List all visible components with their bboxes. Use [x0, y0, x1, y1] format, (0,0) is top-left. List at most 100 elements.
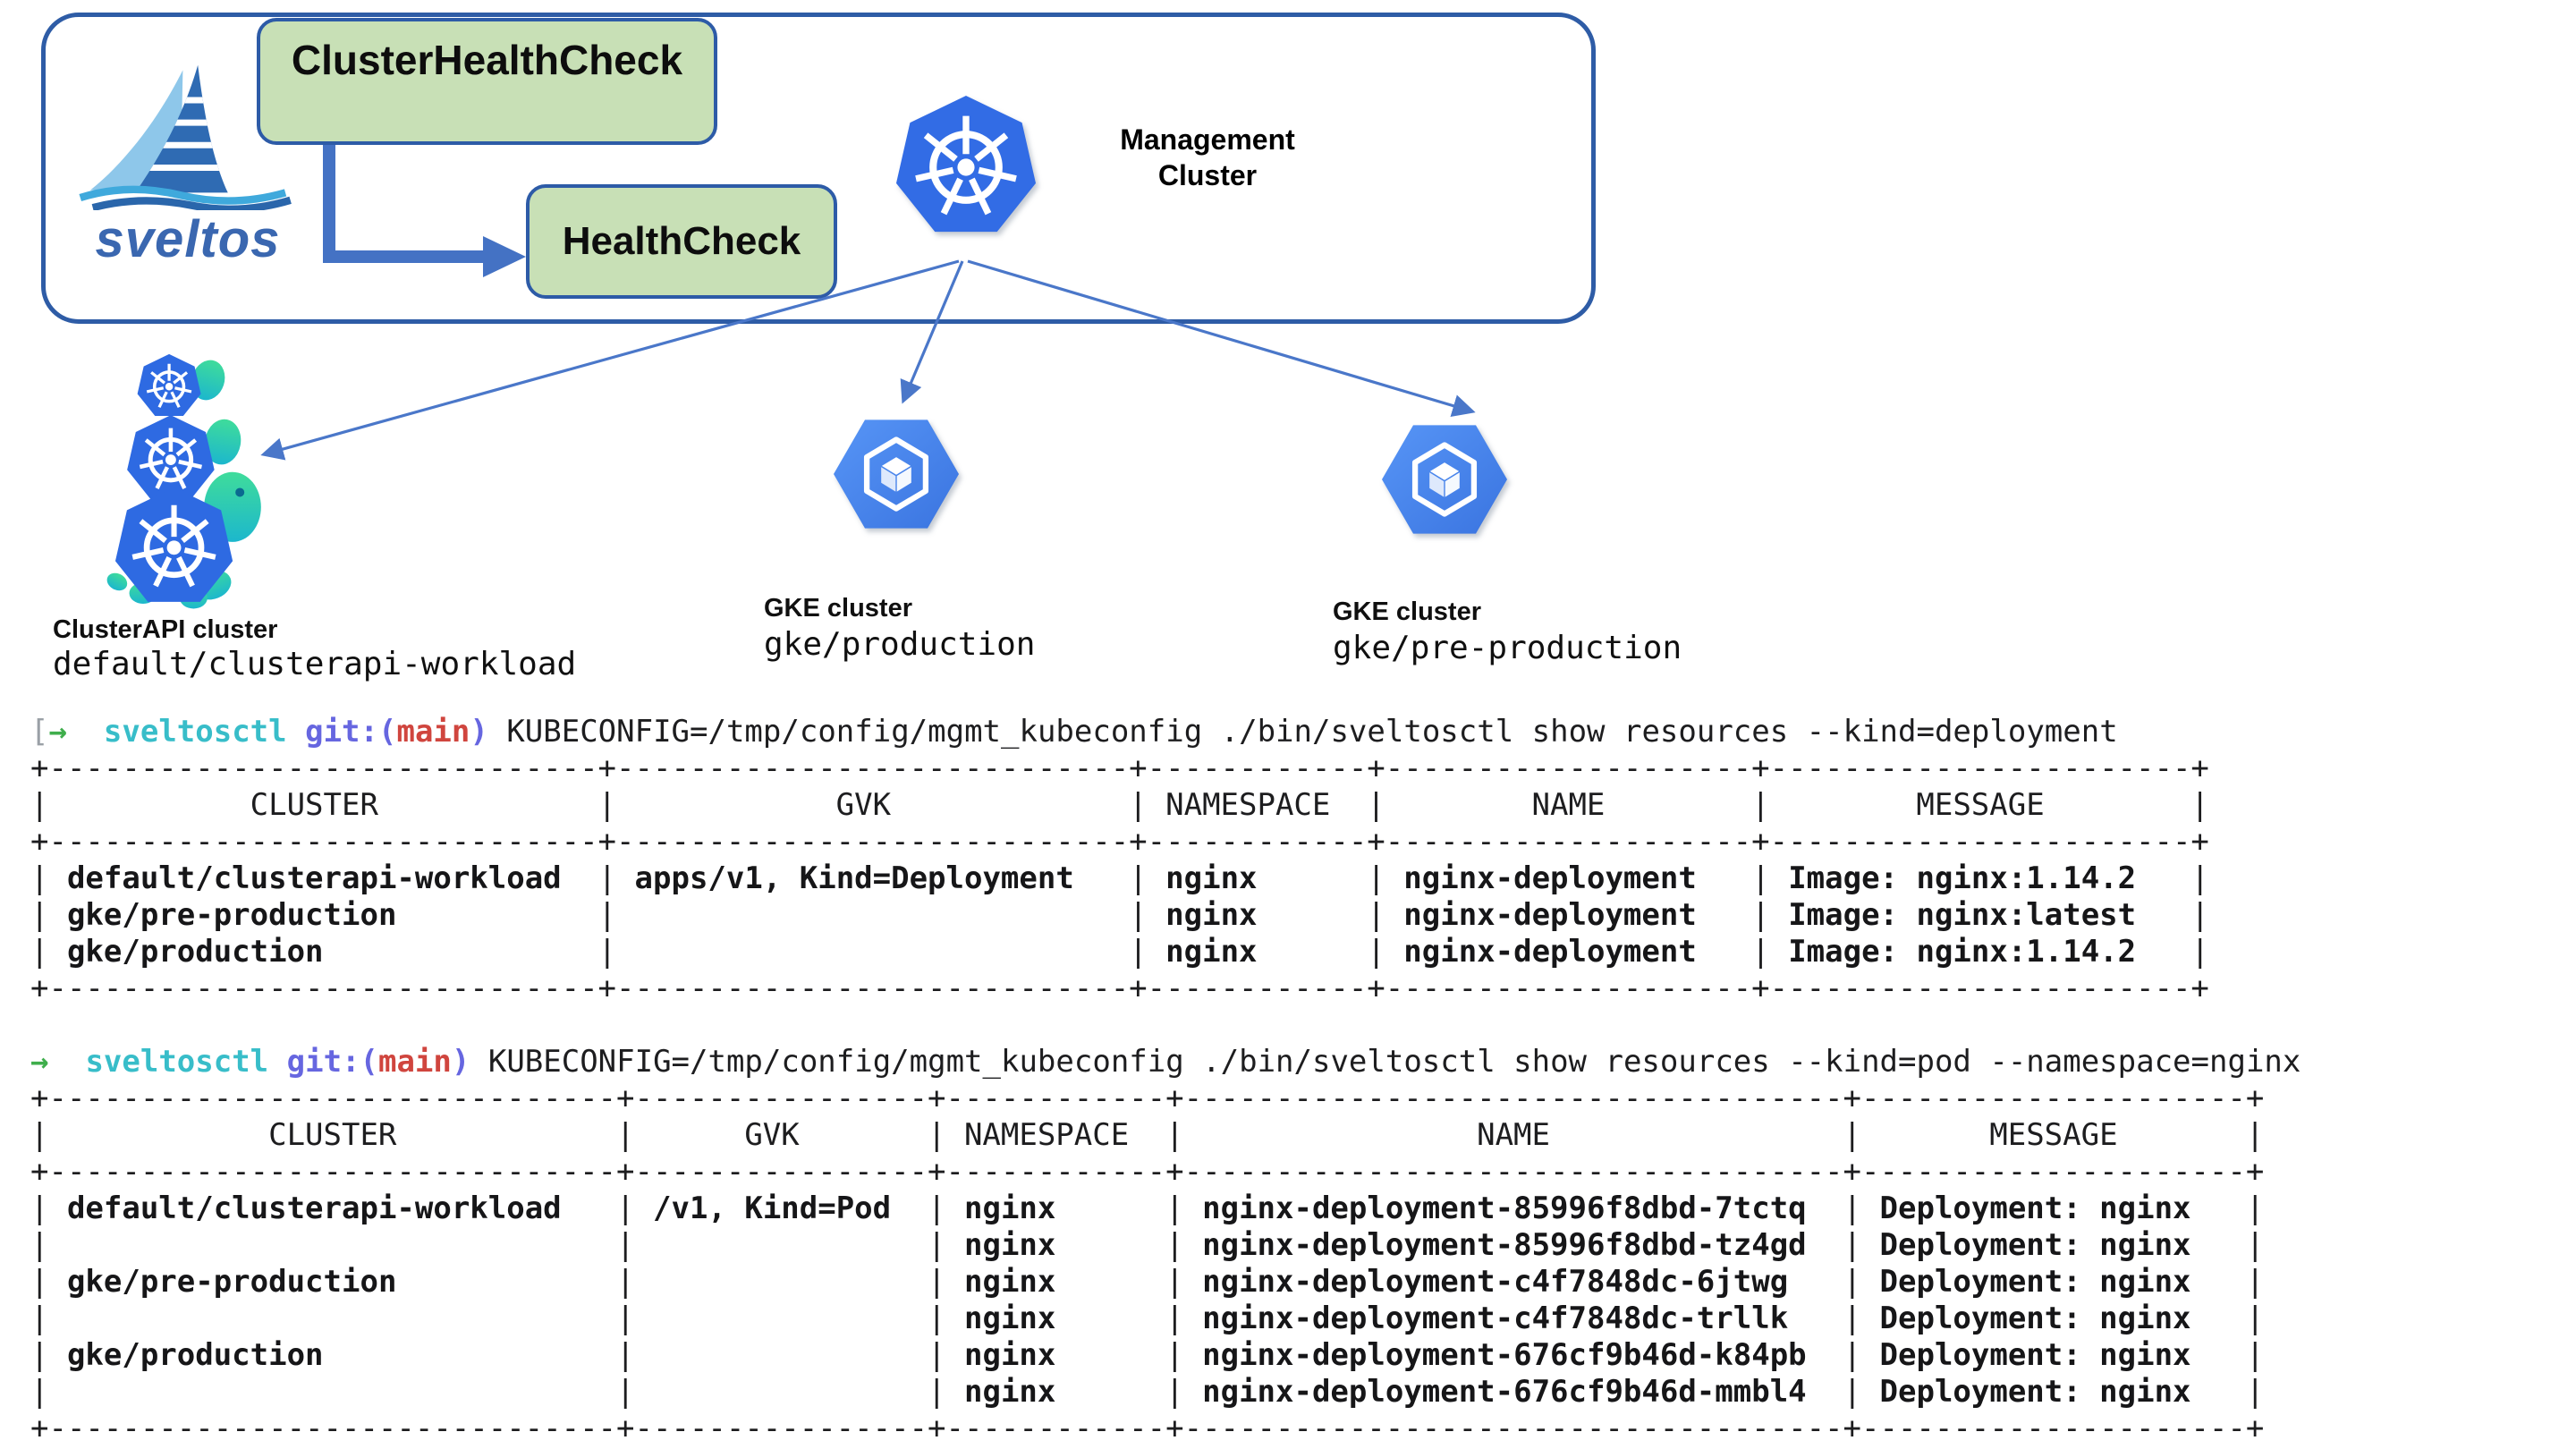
- sveltos-wordmark: sveltos: [95, 210, 281, 268]
- table-cell: nginx: [945, 1264, 1166, 1300]
- table-row: | | | nginx | nginx-deployment-85996f8db…: [30, 1227, 2265, 1263]
- terminal-output: [→ sveltosctl git:(main) KUBECONFIG=/tmp…: [30, 714, 2576, 1447]
- table-row: | | | nginx | nginx-deployment-c4f7848dc…: [30, 1301, 2265, 1336]
- table-cell: gke/production: [48, 1337, 617, 1373]
- prompt-line: [→ sveltosctl git:(main) KUBECONFIG=/tmp…: [30, 714, 2576, 750]
- prompt-bracket: [: [30, 714, 49, 750]
- clusterapi-cluster-name: default/clusterapi-workload: [53, 646, 577, 682]
- table-row: | gke/pre-production | | nginx | nginx-d…: [30, 1264, 2265, 1300]
- table-cell: gke/production: [48, 934, 598, 970]
- prompt-line: → sveltosctl git:(main) KUBECONFIG=/tmp/…: [30, 1044, 2576, 1080]
- table-cell: [635, 1301, 928, 1336]
- table-cell: nginx-deployment-c4f7848dc-6jtwg: [1183, 1264, 1843, 1300]
- git-prefix: git:(: [305, 714, 397, 750]
- table-cell: nginx-deployment: [1385, 934, 1752, 970]
- table-cell: apps/v1, Kind=Deployment: [616, 860, 1130, 896]
- table-border: +-------------------------------+-------…: [30, 1154, 2265, 1190]
- table-cell: nginx: [1147, 860, 1368, 896]
- table-cell: nginx-deployment-85996f8dbd-7tctq: [1183, 1191, 1843, 1226]
- table-cell: nginx: [945, 1191, 1166, 1226]
- command-text: KUBECONFIG=/tmp/config/mgmt_kubeconfig .…: [487, 1044, 2301, 1080]
- table-cell: [616, 934, 1129, 970]
- table-cell: nginx-deployment: [1385, 860, 1752, 896]
- table-cell: [635, 1227, 928, 1263]
- clusterapi-turtle-icon: [106, 353, 261, 609]
- table-row: | gke/production | | nginx | nginx-deplo…: [30, 1337, 2265, 1373]
- prompt-app-name: sveltosctl: [85, 1044, 269, 1080]
- gke-hexagon-icon: [1382, 425, 1507, 534]
- table-cell: nginx: [1147, 934, 1368, 970]
- table-cell: nginx: [945, 1301, 1166, 1336]
- table-row: | default/clusterapi-workload | /v1, Kin…: [30, 1191, 2265, 1226]
- table-cell: Deployment: nginx: [1861, 1337, 2246, 1373]
- gke-pre-production-label: GKE cluster: [1333, 597, 1481, 626]
- table-cell: nginx: [945, 1337, 1166, 1373]
- table-header-row: | CLUSTER | GVK | NAMESPACE | NAME | MES…: [30, 787, 2209, 823]
- table-cell: Image: nginx:latest: [1769, 897, 2191, 933]
- clusterhealthcheck-label: ClusterHealthCheck: [291, 37, 683, 83]
- table-cell: Deployment: nginx: [1861, 1227, 2246, 1263]
- table-cell: nginx: [945, 1374, 1166, 1410]
- git-branch: main: [396, 714, 470, 750]
- table-cell: nginx-deployment: [1385, 897, 1752, 933]
- command-text: KUBECONFIG=/tmp/config/mgmt_kubeconfig .…: [506, 714, 2118, 750]
- table-cell: nginx-deployment-676cf9b46d-mmbl4: [1183, 1374, 1843, 1410]
- table-cell: Deployment: nginx: [1861, 1374, 2246, 1410]
- table-row: | gke/production | | nginx | nginx-deplo…: [30, 934, 2210, 970]
- table-border: +-------------------------------+-------…: [30, 1080, 2265, 1116]
- table-cell: gke/pre-production: [48, 897, 598, 933]
- table-cell: nginx: [1147, 897, 1368, 933]
- edge-to-gke-production: [900, 260, 964, 404]
- table-row: | default/clusterapi-workload | apps/v1,…: [30, 860, 2210, 896]
- git-suffix: ): [470, 714, 488, 750]
- gke-production-label: GKE cluster: [764, 594, 912, 623]
- table-cell: Deployment: nginx: [1861, 1301, 2246, 1336]
- table-border: +------------------------------+--------…: [30, 750, 2209, 786]
- table-cell: Deployment: nginx: [1861, 1264, 2246, 1300]
- table-cell: gke/pre-production: [48, 1264, 617, 1300]
- sailboat-icon: [79, 64, 292, 214]
- table-cell: /v1, Kind=Pod: [634, 1191, 928, 1226]
- architecture-diagram: sveltos ClusterHealthCheck HealthCheck M…: [0, 0, 2576, 716]
- clusterapi-cluster-label: ClusterAPI cluster: [53, 615, 278, 644]
- table-cell: Image: nginx:1.14.2: [1769, 934, 2191, 970]
- edge-to-gke-pre-production: [967, 259, 1476, 418]
- table-row: | gke/pre-production | | nginx | nginx-d…: [30, 897, 2210, 933]
- table-row: | | | nginx | nginx-deployment-676cf9b46…: [30, 1374, 2265, 1410]
- table-cell: nginx-deployment-676cf9b46d-k84pb: [1183, 1337, 1843, 1373]
- table-cell: Image: nginx:1.14.2: [1769, 860, 2191, 896]
- table-cell: [635, 1337, 928, 1373]
- table-cell: [48, 1301, 616, 1336]
- clusterhealthcheck-node: ClusterHealthCheck: [257, 18, 717, 145]
- table-cell: default/clusterapi-workload: [48, 860, 598, 896]
- terminal-block-2: → sveltosctl git:(main) KUBECONFIG=/tmp/…: [30, 1044, 2576, 1447]
- table-cell: [48, 1227, 616, 1263]
- healthcheck-label: HealthCheck: [562, 219, 801, 263]
- git-prefix: git:(: [286, 1044, 378, 1080]
- table-cell: nginx: [945, 1227, 1166, 1263]
- gke-hexagon-icon: [834, 419, 959, 529]
- table-cell: default/clusterapi-workload: [48, 1191, 617, 1226]
- table-cell: [48, 1374, 616, 1410]
- table-cell: [616, 897, 1129, 933]
- table-cell: nginx-deployment-c4f7848dc-trllk: [1183, 1301, 1843, 1336]
- table-header-row: | CLUSTER | GVK | NAMESPACE | NAME | MES…: [30, 1117, 2265, 1153]
- terminal-block-1: [→ sveltosctl git:(main) KUBECONFIG=/tmp…: [30, 714, 2576, 1007]
- prompt-arrow: →: [30, 1044, 49, 1080]
- table-border: +------------------------------+--------…: [30, 824, 2209, 860]
- git-suffix: ): [451, 1044, 470, 1080]
- table-cell: nginx-deployment-85996f8dbd-tz4gd: [1183, 1227, 1843, 1263]
- table-border: +-------------------------------+-------…: [30, 1411, 2265, 1446]
- table-cell: Deployment: nginx: [1861, 1191, 2246, 1226]
- diagram-arrows: [260, 145, 1476, 461]
- sveltos-logo: sveltos: [63, 63, 313, 269]
- gke-pre-production-name: gke/pre-production: [1333, 630, 1682, 666]
- git-branch: main: [377, 1044, 452, 1080]
- gke-production-name: gke/production: [764, 626, 1036, 663]
- elbow-arrow: [323, 145, 483, 263]
- management-cluster-label: Management Cluster: [1120, 123, 1295, 191]
- edge-to-clusterapi: [260, 259, 960, 461]
- prompt-arrow: →: [48, 714, 67, 750]
- table-cell: [635, 1374, 928, 1410]
